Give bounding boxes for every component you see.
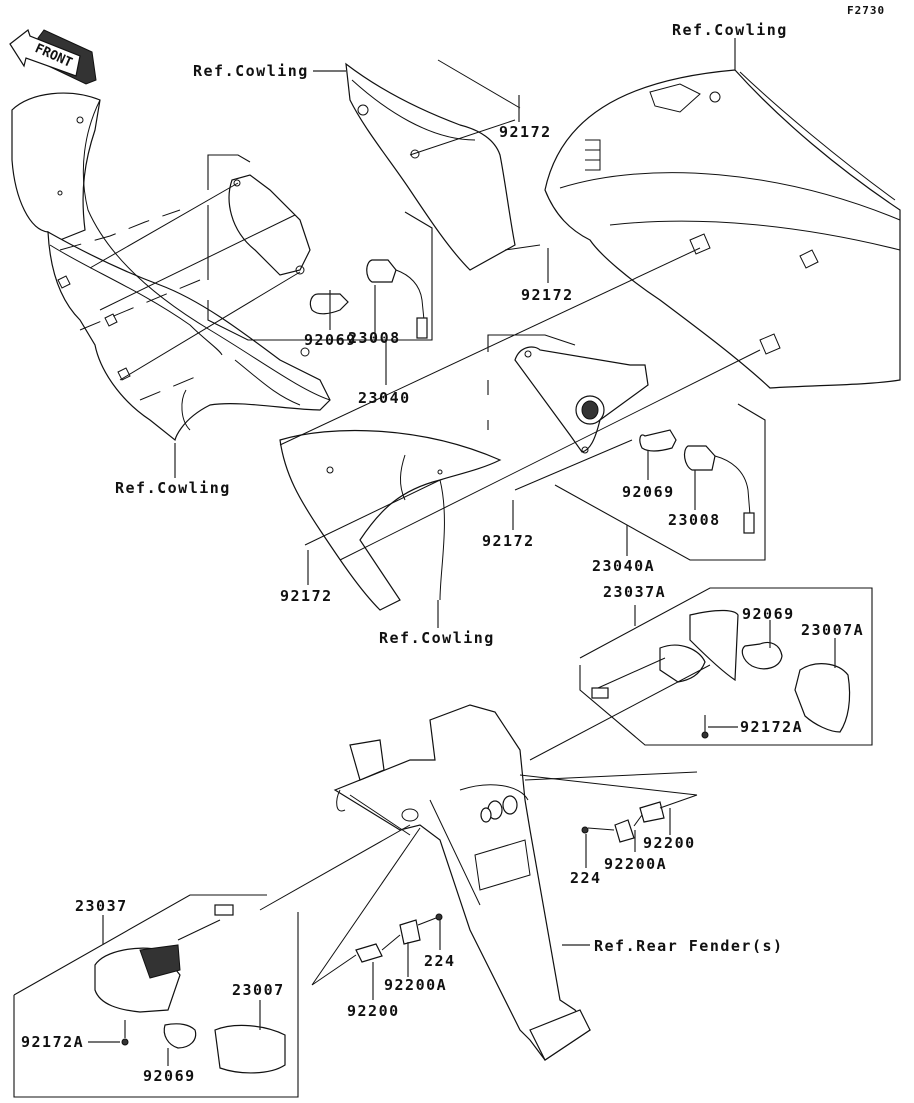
top-right-cowling [544, 69, 901, 389]
part-label-23040[interactable]: 23040 [358, 389, 411, 407]
part-label-92172[interactable]: 92172 [521, 286, 574, 304]
part-label-92069[interactable]: 92069 [622, 483, 675, 501]
ref-cowling-label-top-center: Ref.Cowling [193, 62, 309, 80]
part-label-23008[interactable]: 23008 [668, 511, 721, 529]
leader-lines [88, 38, 836, 1066]
part-label-92069[interactable]: 92069 [304, 331, 357, 349]
part-label-23007A[interactable]: 23007A [801, 621, 865, 639]
part-label-92172[interactable]: 92172 [280, 587, 333, 605]
ref-cowling-label-left: Ref.Cowling [115, 479, 231, 497]
ref-cowling-label-top-right: Ref.Cowling [672, 21, 788, 39]
part-label-92200A[interactable]: 92200A [604, 855, 668, 873]
rear-turn-signal-23037A [579, 587, 873, 746]
part-label-92200[interactable]: 92200 [347, 1002, 400, 1020]
left-cowling [11, 92, 331, 442]
rear-fender [333, 704, 591, 1061]
ref-rear-fender-label: Ref.Rear Fender(s) [594, 937, 784, 955]
part-label-23037[interactable]: 23037 [75, 897, 128, 915]
turn-signal-assembly-23040A [487, 334, 766, 561]
part-label-224[interactable]: 224 [424, 952, 456, 970]
part-label-23008[interactable]: 23008 [348, 329, 401, 347]
explode-lines [59, 59, 761, 911]
center-lower-cowling [279, 429, 502, 611]
turn-signal-assembly-23040 [207, 154, 433, 341]
top-center-cowling [345, 62, 516, 271]
part-label-92200A[interactable]: 92200A [384, 976, 448, 994]
part-label-92172[interactable]: 92172 [482, 532, 535, 550]
part-label-224[interactable]: 224 [570, 869, 602, 887]
part-label-92172A[interactable]: 92172A [21, 1033, 85, 1051]
part-label-92172A[interactable]: 92172A [740, 718, 804, 736]
part-label-23040A[interactable]: 23040A [592, 557, 656, 575]
figure-id: F2730 [847, 4, 886, 17]
part-label-92069[interactable]: 92069 [742, 605, 795, 623]
rear-turn-signal-23037 [13, 894, 299, 1098]
right-mounting-plates [519, 774, 698, 843]
part-label-23007[interactable]: 23007 [232, 981, 285, 999]
left-mounting-plates [311, 827, 443, 986]
part-label-92200[interactable]: 92200 [643, 834, 696, 852]
part-label-23037A[interactable]: 23037A [603, 583, 667, 601]
ref-cowling-label-center: Ref.Cowling [379, 629, 495, 647]
part-label-92069[interactable]: 92069 [143, 1067, 196, 1085]
part-label-92172[interactable]: 92172 [499, 123, 552, 141]
front-arrow-icon: FRONT [9, 29, 97, 85]
